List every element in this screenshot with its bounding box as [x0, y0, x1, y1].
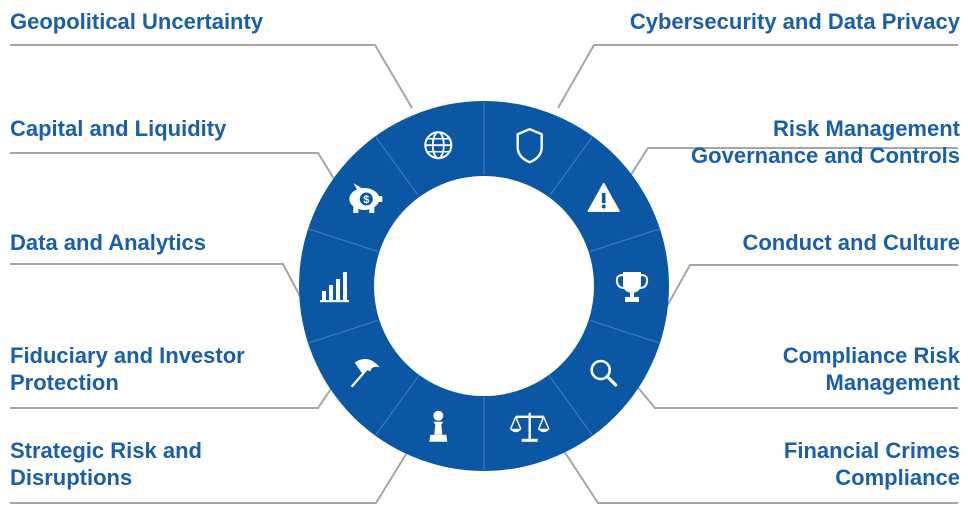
globe-icon	[424, 131, 453, 160]
label-fiduciary-investor-protection: Fiduciary and Investor Protection	[10, 343, 245, 395]
connector-line	[10, 44, 413, 109]
label-geopolitical-uncertainty: Geopolitical Uncertainty	[10, 9, 264, 34]
connector-line	[665, 264, 958, 309]
scales-icon	[509, 412, 550, 442]
risk-ring	[299, 101, 669, 471]
segment-separator	[589, 228, 660, 253]
ring-segment-separators	[308, 102, 660, 470]
magnifier-icon	[590, 359, 618, 387]
segment-separator	[548, 136, 593, 197]
chess-pawn-icon	[429, 410, 448, 442]
connector-lines	[10, 44, 958, 504]
label-cybersecurity-data-privacy: Cybersecurity and Data Privacy	[629, 9, 960, 34]
connector-line	[557, 44, 958, 109]
connector-line	[563, 450, 958, 504]
connector-line	[10, 450, 409, 504]
segment-separator	[375, 136, 420, 197]
label-strategic-risk-disruptions: Strategic Risk and Disruptions	[10, 438, 202, 490]
warning-icon	[587, 183, 620, 212]
label-capital-and-liquidity: Capital and Liquidity	[10, 116, 227, 141]
segment-separator	[308, 228, 379, 253]
bar-chart-icon	[320, 272, 349, 303]
segment-separator	[589, 319, 660, 344]
segment-separator	[548, 375, 593, 436]
piggy-bank-icon: $	[349, 183, 383, 213]
connector-line	[10, 152, 337, 183]
connector-line	[10, 263, 303, 301]
trophy-icon	[615, 272, 649, 302]
risk-icons: $	[320, 127, 649, 442]
ring-band	[299, 101, 669, 471]
label-financial-crimes-compliance: Financial Crimes Compliance	[783, 438, 960, 490]
umbrella-icon	[351, 358, 380, 388]
segment-separator	[308, 319, 379, 344]
label-conduct-and-culture: Conduct and Culture	[742, 230, 960, 255]
label-compliance-risk-management: Compliance Risk Management	[782, 343, 960, 395]
label-risk-management-governance: Risk Management Governance and Controls	[691, 116, 960, 168]
label-data-and-analytics: Data and Analytics	[10, 230, 207, 255]
shield-icon	[516, 127, 543, 164]
svg-text:$: $	[363, 194, 369, 206]
segment-separator	[375, 375, 420, 436]
